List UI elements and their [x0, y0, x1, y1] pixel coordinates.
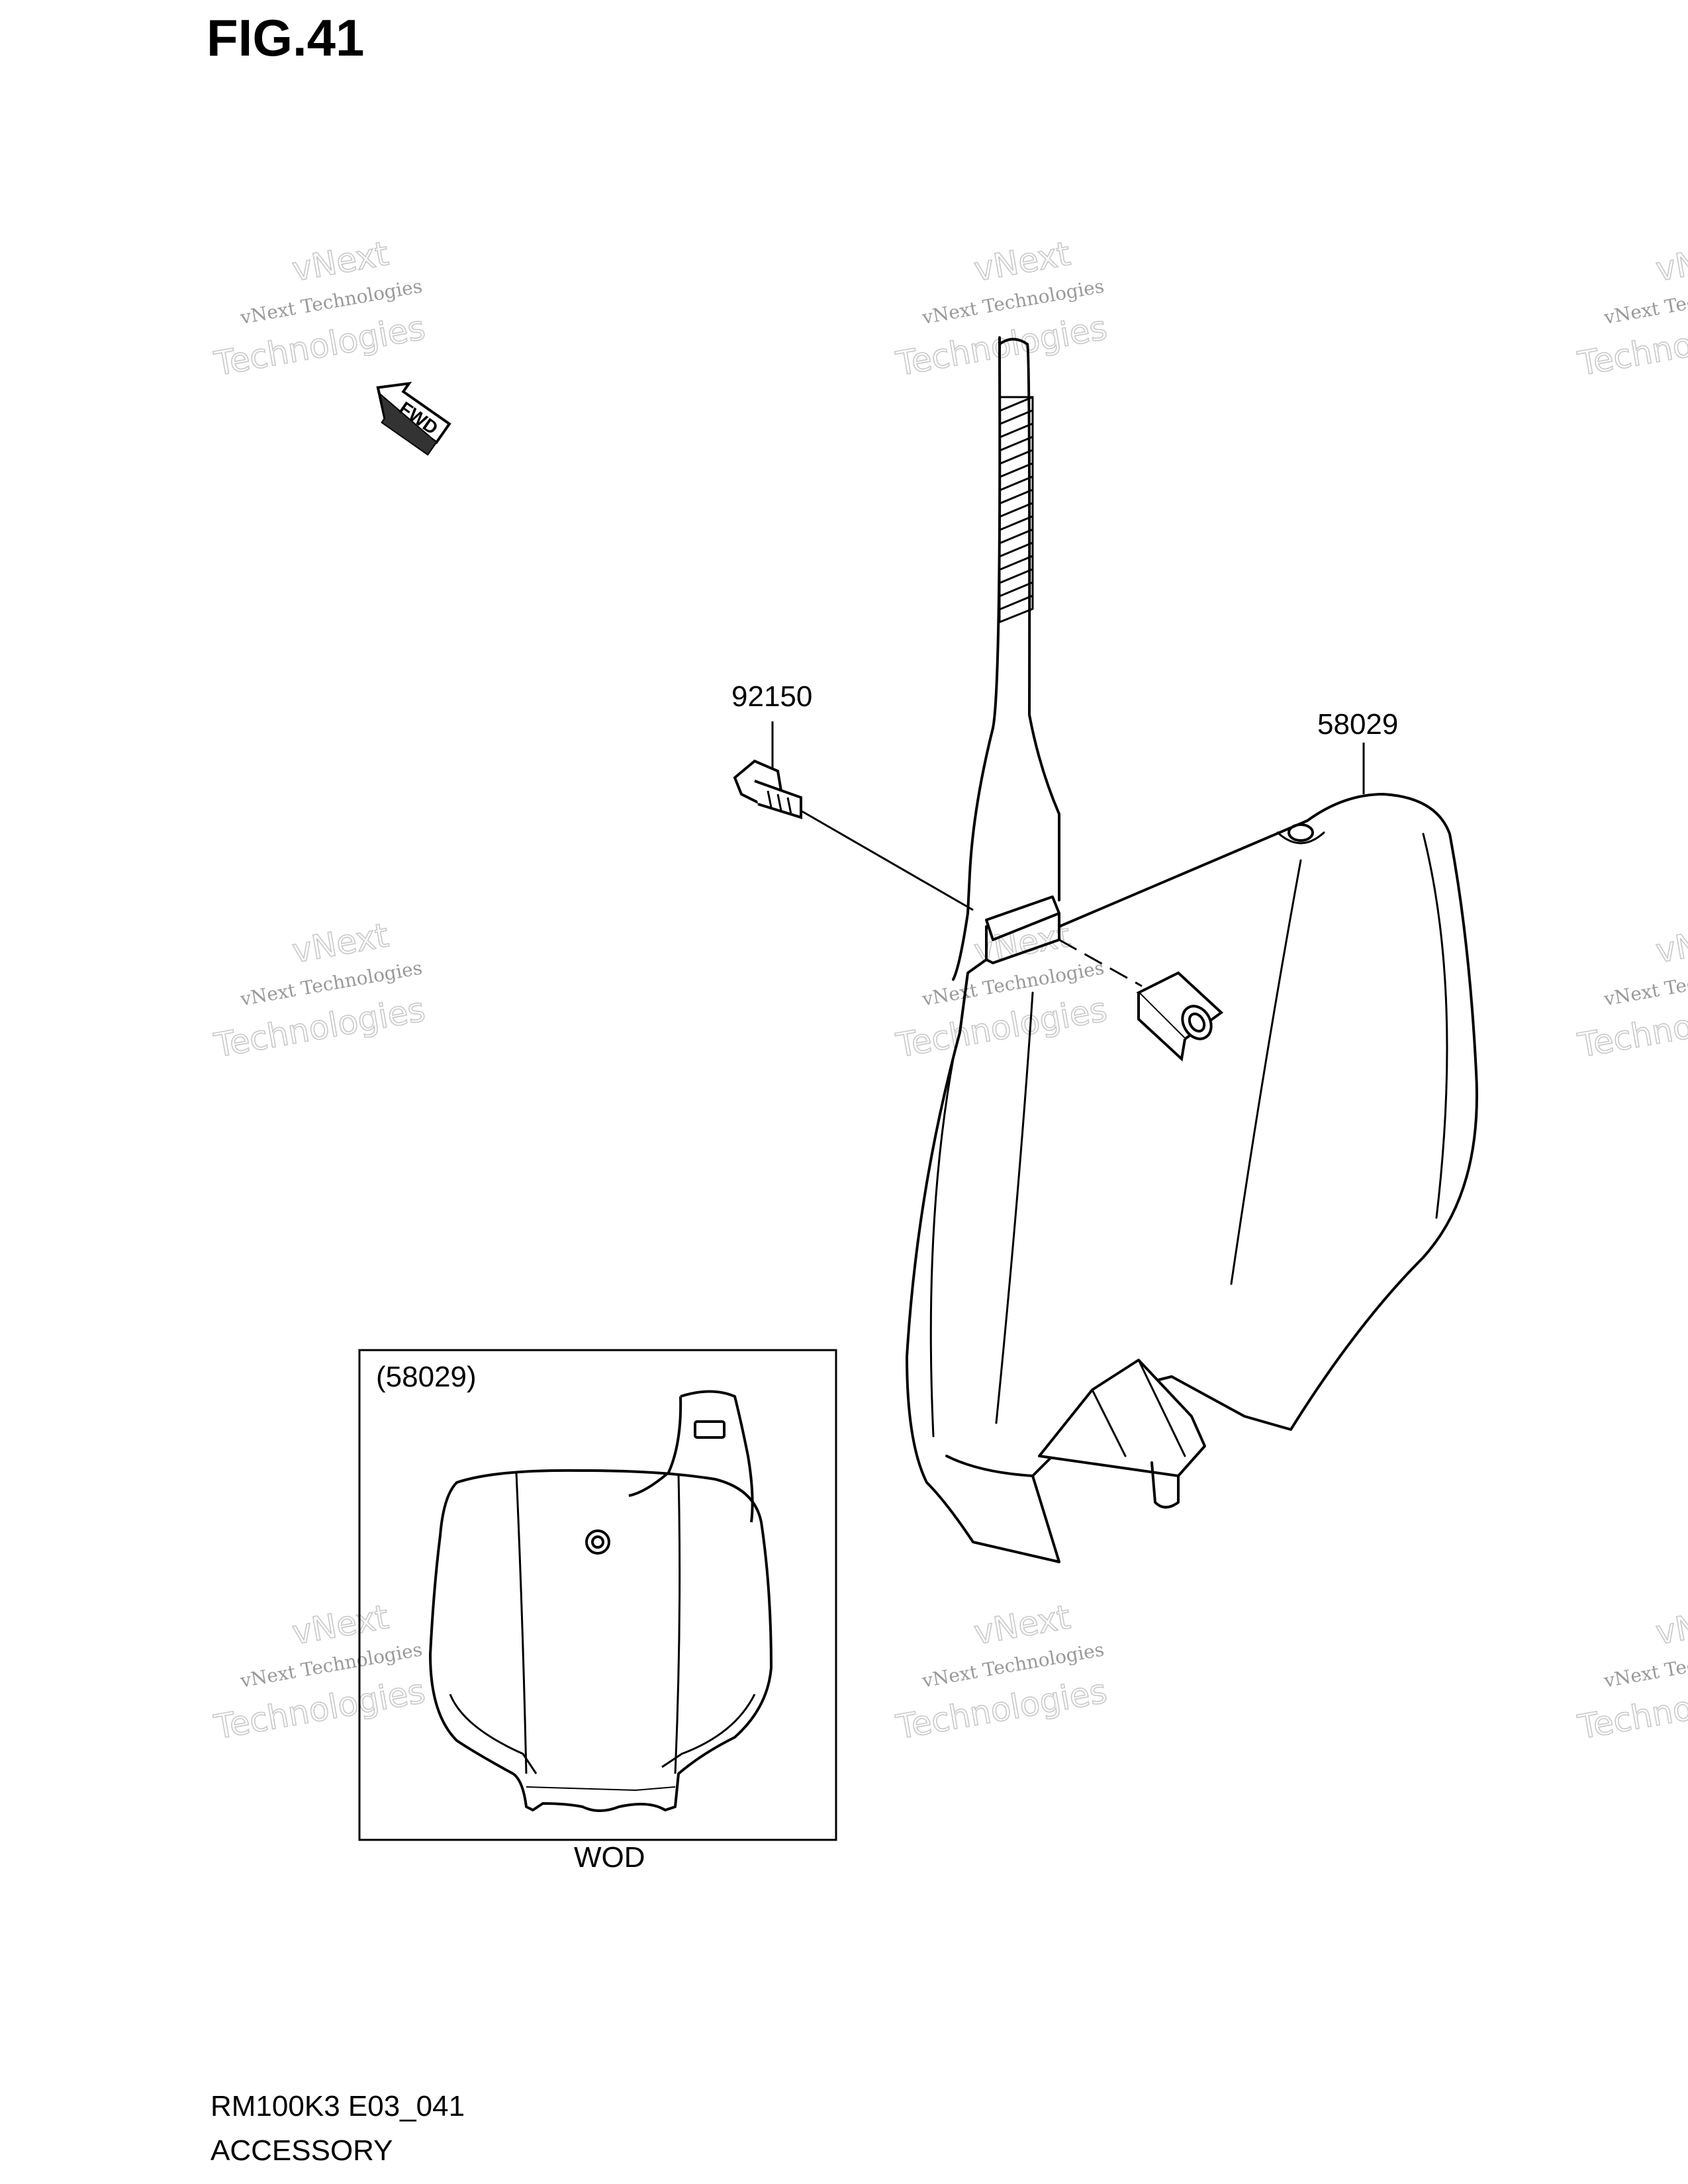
leader-bolt-to-slot	[800, 809, 974, 911]
plate-ridge-left	[995, 991, 1034, 1424]
part-label-bolt: 92150	[731, 680, 813, 713]
bolt	[733, 759, 802, 819]
plate-bottom-tab	[1038, 1359, 1206, 1477]
watermark-text-vnext: vNext	[289, 234, 391, 289]
inset-ref-label: (58029)	[376, 1361, 477, 1393]
watermark: vNext vNext Technologies Technologies	[1574, 915, 1688, 1066]
plate-strap-edge	[1026, 343, 1060, 901]
watermark: vNext vNext Technologies Technologies	[1574, 234, 1688, 384]
watermark-grid: vNext vNext Technologies Technologies vN…	[211, 234, 1688, 1747]
leader-lines	[771, 721, 1365, 987]
watermark: vNext vNext Technologies Technologies	[211, 234, 428, 384]
plate-slot	[985, 895, 1060, 964]
watermark-text-vnext: vNext	[1653, 916, 1688, 970]
watermark-text-vnext: vNext	[971, 1598, 1073, 1652]
watermark-text-vnext: vNext	[1653, 1598, 1688, 1652]
plate-hole	[1288, 823, 1314, 842]
section-name: ACCESSORY	[211, 2134, 393, 2167]
inset-plate-outline	[429, 1469, 773, 1812]
leader-slot-to-collar	[1058, 938, 1143, 987]
watermark: vNext vNext Technologies Technologies	[892, 234, 1110, 384]
watermark: vNext vNext Technologies Technologies	[892, 1597, 1110, 1747]
figure-title: FIG.41	[207, 9, 365, 67]
watermark-text-vnext: vNext	[1653, 234, 1688, 289]
model-code: RM100K3 E03_041	[211, 2090, 465, 2122]
watermark-text-vnext: vNext	[289, 916, 391, 970]
watermark-text-vnext: vNext	[289, 1598, 391, 1652]
number-plate-main	[906, 336, 1478, 1563]
watermark: vNext vNext Technologies Technologies	[211, 1597, 428, 1747]
watermark-text-vnext: vNext	[971, 234, 1073, 289]
plate-ridge-right	[1230, 859, 1302, 1285]
plate-outline	[906, 793, 1478, 1563]
watermark: vNext vNext Technologies Technologies	[1574, 1597, 1688, 1747]
plate-strap	[966, 336, 1002, 915]
strap-ribs	[998, 396, 1034, 623]
part-label-plate: 58029	[1317, 708, 1399, 741]
inset-frame	[358, 1349, 837, 1841]
inset-plate-hole	[585, 1529, 610, 1555]
inset-plate	[429, 1390, 773, 1812]
fwd-arrow-icon: FWD	[376, 381, 451, 456]
watermark: vNext vNext Technologies Technologies	[211, 915, 428, 1066]
collar	[1136, 971, 1224, 1062]
inset-caption: WOD	[574, 1841, 645, 1874]
watermark: vNext vNext Technologies Technologies	[892, 915, 1110, 1066]
